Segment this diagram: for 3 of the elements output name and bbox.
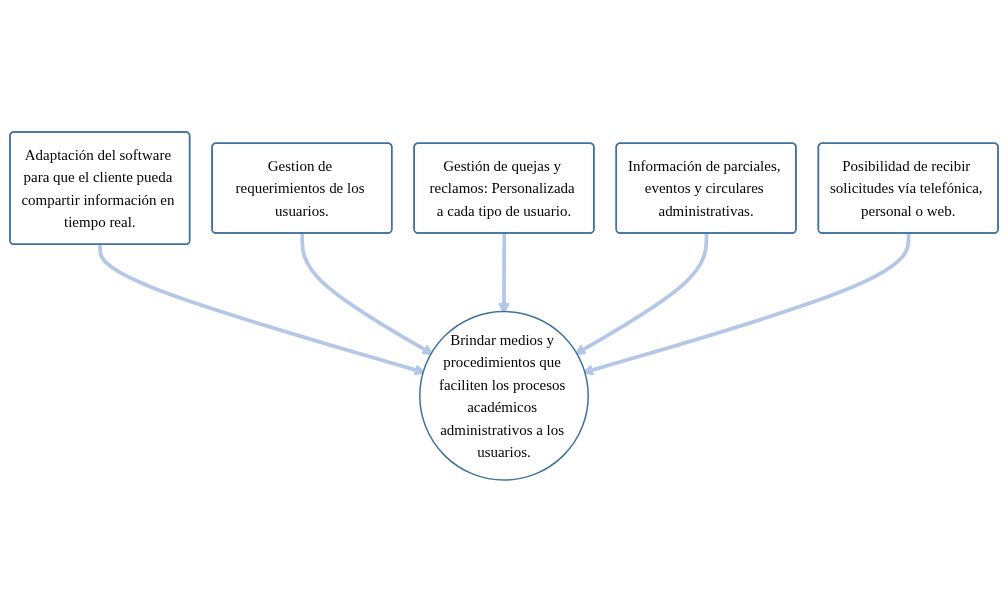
arrow (300, 233, 434, 356)
arrow (574, 233, 709, 356)
node-circle: Brindar medios y procedimientos que faciliten los procesos académicos administrativos a los usuarios. (419, 310, 589, 481)
